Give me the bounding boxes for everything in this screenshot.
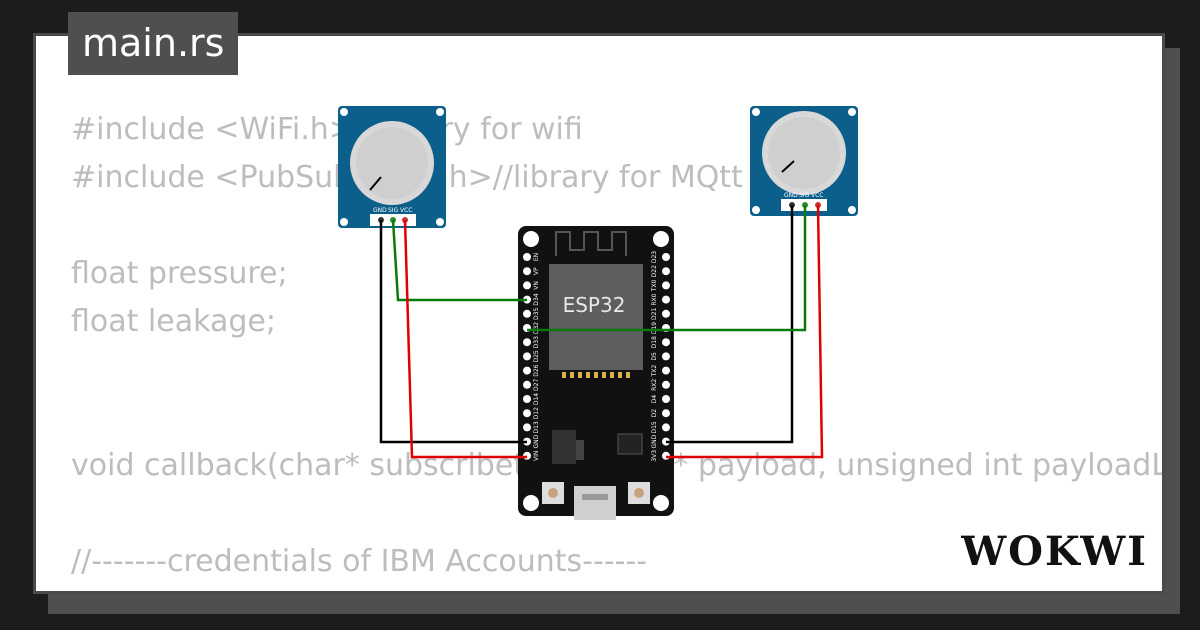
esp32-module-pad [618,372,622,378]
esp32-pin-pad[interactable] [523,409,531,418]
esp32-pin-pad[interactable] [523,338,531,347]
esp32-pin-label: GND [533,434,540,448]
esp32-pin-pad[interactable] [662,253,670,261]
pot-left-pin-vcc: VCC [400,207,412,214]
pot-left-pin-gnd: GND [373,207,387,214]
esp32-pin-pad[interactable] [523,352,531,361]
esp32-pin-label: D26 [533,364,540,376]
esp32-pin-label: 3V3 [651,450,658,462]
esp32-pin-pad[interactable] [662,267,670,276]
wire-right-sig [527,205,807,332]
esp32-pin-label: D19 [651,322,658,334]
esp32-module-pad [602,372,606,378]
esp32-pin-pad[interactable] [523,423,531,432]
esp32-pin-pad[interactable] [662,366,670,375]
wire-right-vcc [666,204,824,459]
wire-right-gnd [666,205,794,444]
esp32-pin-pad[interactable] [662,409,670,418]
esp32-pin-pad[interactable] [662,395,670,403]
esp32-label: ESP32 [563,293,626,317]
esp32-module-pad [586,372,590,378]
esp32-pin-pad[interactable] [662,295,670,304]
esp32-pin-pad[interactable] [662,352,670,361]
esp32-pin-label: D2 [651,409,658,418]
esp32-pin-pad[interactable] [662,309,670,318]
esp32-pin-label: RX2 [651,379,658,391]
esp32-pin-label: D23 [651,251,658,263]
esp32-pin-pad[interactable] [662,281,670,290]
esp32-pin-pad[interactable] [523,395,531,403]
esp32-board[interactable]: ESP32 ENVPVND34D35D32D33D25D26D27D14D12D… [518,226,674,520]
esp32-pin-label: VN [533,281,540,290]
esp32-pin-pad[interactable] [662,423,670,432]
esp32-module-pad [578,372,582,378]
wire-left-sig [391,219,527,302]
esp32-pin-label: D35 [533,307,540,319]
esp32-pin-label: D32 [533,322,540,334]
esp32-pin-label: D13 [533,421,540,433]
esp32-pin-label: D22 [651,265,658,277]
esp32-pin-label: D27 [533,378,540,390]
esp32-module-pad [562,372,566,378]
esp32-pin-pad[interactable] [662,338,670,347]
potentiometer-left[interactable]: GND SIG VCC [338,106,446,228]
esp32-pin-label: VP [533,267,540,275]
esp32-pin-label: D4 [651,395,658,404]
esp32-module-pad [610,372,614,378]
esp32-pin-label: D34 [533,293,540,305]
potentiometer-right[interactable]: GND SIG VCC [750,106,858,216]
esp32-pin-label: GND [651,434,658,448]
esp32-pin-label: D33 [533,336,540,348]
file-tab[interactable]: main.rs [68,12,239,75]
wire-left-gnd [379,220,527,444]
pot-left-pin-sig: SIG [388,207,399,214]
esp32-pin-pad[interactable] [523,281,531,290]
pot-right-pin-gnd: GND [784,192,798,199]
esp32-module-pad [594,372,598,378]
esp32-pin-label: TX2 [651,365,658,378]
esp32-module-pad [626,372,630,378]
esp32-pin-pad[interactable] [523,253,531,261]
esp32-module-pad [570,372,574,378]
esp32-pin-label: D18 [651,336,658,348]
esp32-pin-label: RX0 [651,293,658,305]
wires [379,204,824,459]
esp32-pin-label: VIN [533,451,540,461]
wire-left-vcc [403,219,527,459]
wokwi-logo: WOKWI [961,528,1148,575]
pot-right-pin-sig: SIG [799,192,810,199]
esp32-pin-pad[interactable] [523,267,531,276]
esp32-pin-label: D15 [651,421,658,433]
esp32-pin-label: D5 [651,352,658,361]
esp32-pin-label: TX0 [651,279,658,292]
esp32-pin-label: D25 [533,350,540,362]
pot-right-pin-vcc: VCC [811,192,823,199]
esp32-pin-pad[interactable] [523,366,531,375]
esp32-pin-label: D12 [533,407,540,419]
esp32-pin-pad[interactable] [662,380,670,389]
esp32-pin-label: D14 [533,393,540,405]
esp32-pin-pad[interactable] [523,380,531,389]
esp32-pin-label: D21 [651,307,658,319]
esp32-pin-label: EN [533,253,540,261]
esp32-pin-pad[interactable] [523,309,531,318]
